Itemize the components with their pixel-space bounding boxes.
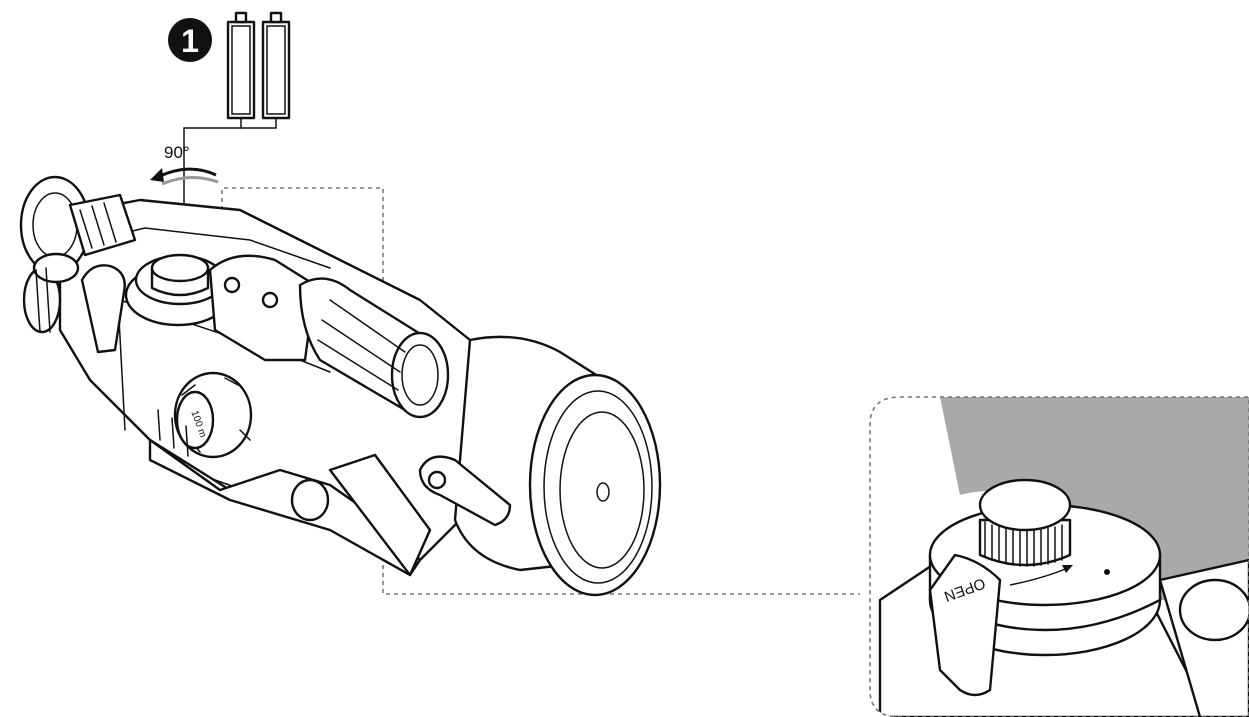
lever	[80, 264, 126, 354]
detail-inset: OPEN	[869, 396, 1249, 717]
objective-lens-cap	[453, 335, 662, 597]
rotation-angle-label: 90°	[164, 143, 190, 162]
night-vision-scope: 100 m	[19, 175, 1249, 717]
rail-clamp	[328, 453, 432, 577]
step-number: 1	[181, 23, 199, 59]
battery-icon	[226, 11, 291, 120]
battery-leader-line	[183, 117, 277, 263]
range-focus-dial: 100 m	[173, 371, 253, 459]
ir-illuminator	[390, 331, 450, 419]
rotate-arrow-icon	[150, 167, 219, 186]
step-badge: 1	[168, 18, 212, 62]
callout-leader-line	[221, 187, 860, 595]
clamp-screw	[290, 478, 330, 522]
side-knob: 100 m	[22, 252, 662, 597]
